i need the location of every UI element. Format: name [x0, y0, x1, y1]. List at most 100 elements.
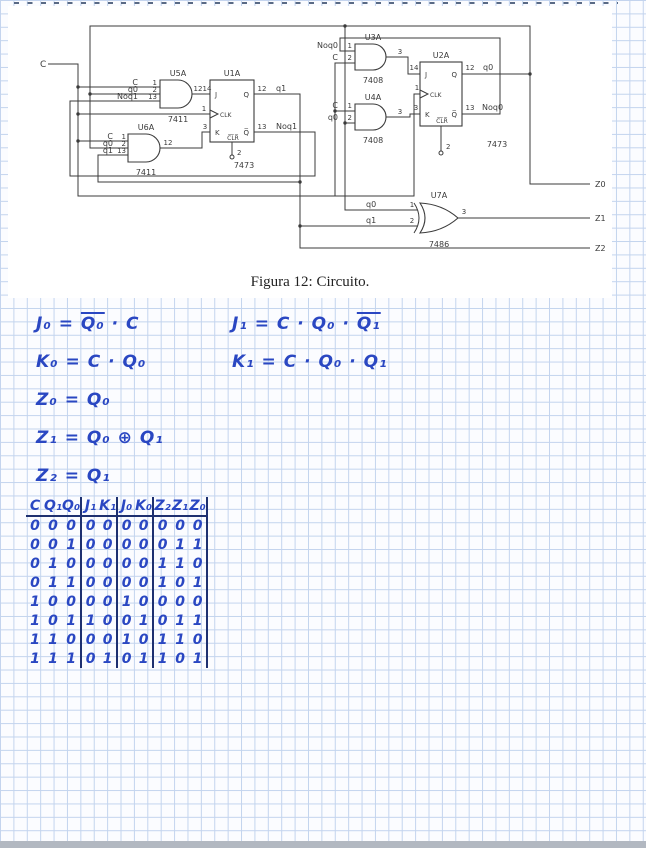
truth-table-cell: 1	[30, 631, 40, 648]
circuit-label: K	[215, 129, 220, 137]
circuit-label: Q	[243, 91, 249, 99]
truth-table-cell: 0	[116, 516, 136, 535]
xor-gate-u7a	[418, 202, 459, 234]
truth-table-cell: 0	[66, 593, 76, 610]
truth-table-cell: 0	[189, 516, 209, 535]
circuit-label: 3	[462, 208, 466, 216]
handwritten-equation: Z₂ = Q₁	[36, 466, 164, 504]
truth-table-cell: 0	[138, 574, 149, 591]
circuit-label: 2	[348, 114, 352, 122]
circuit-wires	[48, 24, 590, 249]
circuit-label: Noq0	[482, 103, 503, 112]
truth-table-cell: 1	[152, 649, 172, 668]
handwritten-equation: K₁ = C · Q₀ · Q₁	[232, 352, 388, 390]
jk-flipflop-u1a	[209, 79, 255, 143]
truth-table-header-cell: Q₀	[62, 497, 82, 517]
page-edge-dashes	[14, 2, 618, 4]
truth-table-cell: 1	[66, 650, 76, 667]
clock-triangle-u2a	[419, 89, 430, 99]
truth-table-cell: 1	[30, 593, 40, 610]
truth-table-cell: 0	[138, 631, 149, 648]
truth-table-cell: 1	[189, 611, 209, 630]
truth-table-cell: 0	[138, 536, 149, 553]
truth-table-cell: 1	[138, 612, 149, 629]
circuit-label: q0	[103, 139, 113, 148]
circuit-label: Q̅	[243, 128, 249, 137]
circuit-label: C̅L̅R̅	[436, 118, 448, 125]
truth-table-cell: 0	[80, 516, 100, 535]
clr-pin-u2a	[438, 150, 444, 156]
circuit-label: C	[132, 78, 138, 87]
and-gate-u5a	[159, 79, 193, 109]
truth-table-header-cell: Z₁	[171, 497, 190, 517]
circuit-label: 2	[446, 143, 450, 151]
truth-table-cell: 0	[66, 518, 76, 534]
equation-term-overline: Q₀	[80, 314, 105, 334]
circuit-label: U3A	[365, 33, 382, 42]
truth-table-cell: 0	[48, 518, 58, 534]
truth-table-cell: 0	[152, 535, 172, 554]
circuit-label: C	[332, 101, 338, 110]
circuit-label: C̅L̅R̅	[227, 135, 239, 142]
clock-triangle-u1a	[209, 109, 220, 119]
circuit-label: 2	[122, 140, 126, 148]
circuit-label: q0	[328, 113, 338, 122]
truth-table-cell: 1	[175, 631, 185, 648]
circuit-label: J	[424, 71, 427, 79]
truth-table-cell: 1	[175, 555, 185, 572]
truth-table-cell: 0	[189, 554, 209, 573]
truth-table-cell: 0	[116, 649, 136, 668]
truth-table-cell: 0	[80, 630, 100, 649]
truth-table-cell: 0	[116, 554, 136, 573]
circuit-label: q0	[483, 63, 493, 72]
circuit-label: 7473	[487, 140, 507, 149]
truth-table-cell: 0	[116, 611, 136, 630]
circuit-label: U7A	[431, 191, 448, 200]
truth-table-cell: 0	[138, 555, 149, 572]
truth-table-cell: 0	[80, 535, 100, 554]
truth-table-cell: 0	[102, 631, 113, 648]
truth-table-cell: 1	[66, 536, 76, 553]
truth-table-cell: 1	[66, 574, 76, 591]
circuit-label: C	[40, 60, 46, 70]
circuit-label: U4A	[365, 93, 382, 102]
circuit-label: C	[107, 132, 113, 141]
truth-table-cell: 1	[30, 612, 40, 629]
circuit-label: 12	[164, 139, 173, 147]
truth-table-cell: 1	[138, 650, 149, 667]
and-gate-u6a	[127, 133, 161, 163]
circuit-label: 1	[415, 84, 419, 92]
handwritten-equation: Z₀ = Q₀	[36, 390, 164, 428]
circuit-label: q1	[276, 84, 286, 93]
truth-table-cell: 1	[175, 612, 185, 629]
handwritten-equation: J₀ = Q₀ · C	[36, 314, 164, 352]
truth-table-cell: 0	[48, 536, 58, 553]
truth-table-cell: 0	[102, 555, 113, 572]
truth-table-cell: 1	[66, 612, 76, 629]
truth-table-cell: 1	[189, 573, 209, 592]
circuit-label: 14	[203, 85, 212, 93]
truth-table-header-cell: J₀	[116, 497, 136, 517]
truth-table-cell: 1	[116, 630, 136, 649]
truth-table-cell: 1	[102, 650, 113, 667]
circuit-label: Z2	[595, 244, 606, 253]
circuit-label: 13	[466, 104, 475, 112]
circuit-label: 12	[194, 85, 203, 93]
truth-table-cell: 0	[80, 592, 100, 611]
truth-table-cell: 0	[30, 574, 40, 591]
equation-term: J₁ = C · Q₀ ·	[232, 314, 357, 334]
handwritten-equation: Z₁ = Q₀ ⊕ Q₁	[36, 428, 164, 466]
clr-pin-u1a	[229, 154, 235, 160]
circuit-label: 1	[202, 105, 206, 113]
circuit-label: 1	[410, 201, 414, 209]
truth-table-cell: 1	[152, 554, 172, 573]
truth-table-cell: 0	[102, 574, 113, 591]
truth-table-cell: 1	[152, 630, 172, 649]
circuit-label: 2	[237, 149, 241, 157]
